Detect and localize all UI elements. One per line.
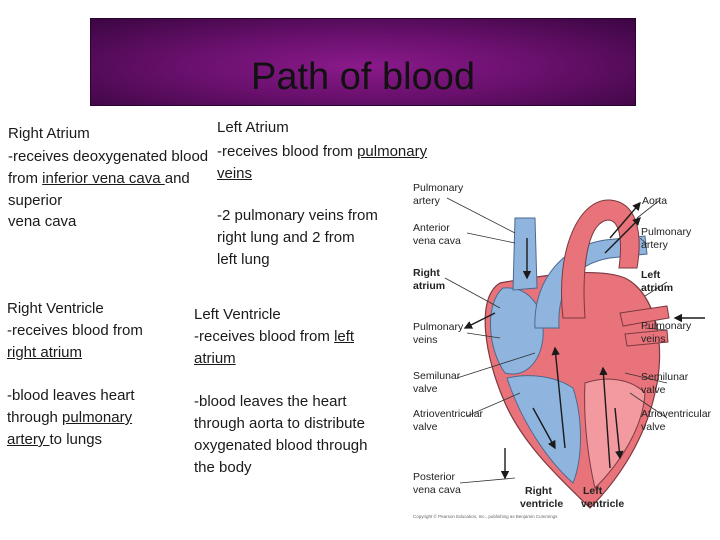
left-atrium-heading: Left Atrium bbox=[217, 119, 289, 136]
right-ventricle-shape bbox=[506, 375, 581, 484]
label-posterior-vena-cava-2: vena cava bbox=[413, 484, 461, 496]
label-pulmonary-artery-right-1: Pulmonary bbox=[641, 226, 692, 238]
label-pulmonary-artery-left-2: artery bbox=[413, 195, 441, 207]
label-posterior-vena-cava-1: Posterior bbox=[413, 471, 456, 483]
flow-arrow bbox=[532, 407, 556, 450]
right-atrium-line3: superior bbox=[8, 192, 63, 209]
right-ventricle-heading: Right Ventricle bbox=[7, 300, 104, 317]
right-atrium-link: right atrium bbox=[7, 344, 83, 361]
flow-arrow bbox=[551, 346, 566, 449]
left-atrium-line3: -2 pulmonary veins from bbox=[217, 207, 378, 224]
label-pulmonary-veins-left-1: Pulmonary bbox=[413, 321, 464, 333]
label-av-right-2: valve bbox=[641, 421, 666, 433]
leader-lines bbox=[444, 197, 668, 484]
right-atrium-line4: vena cava bbox=[8, 213, 77, 230]
right-ventricle-line1: -receives blood from bbox=[7, 322, 143, 339]
label-semilunar-left-2: valve bbox=[413, 383, 438, 395]
flow-arrow bbox=[463, 312, 496, 329]
left-ventricle-line1: -receives blood from left bbox=[194, 326, 354, 348]
label-semilunar-left-1: Semilunar bbox=[413, 370, 461, 382]
label-semilunar-right-1: Semilunar bbox=[641, 371, 689, 383]
right-atrium-shape bbox=[490, 287, 544, 375]
right-atrium-heading: Right Atrium bbox=[8, 125, 90, 142]
right-atrium-line2: from inferior vena cava and bbox=[8, 168, 190, 190]
left-ventricle-line3: -blood leaves the heart bbox=[194, 393, 347, 410]
label-av-left-2: valve bbox=[413, 421, 438, 433]
veins-link: veins bbox=[217, 165, 253, 182]
heart-diagram: Pulmonary artery Aorta Anterior vena cav… bbox=[405, 178, 720, 523]
right-ventricle-line4: through pulmonary bbox=[7, 407, 132, 429]
label-right-atrium-1: Right bbox=[413, 267, 440, 279]
label-av-left-1: Atrioventricular bbox=[413, 408, 484, 420]
label-pulmonary-artery-left-1: Pulmonary bbox=[413, 182, 464, 194]
left-atrium-line1-prefix: -receives blood from bbox=[217, 143, 358, 160]
right-atrium-line2-suffix: and bbox=[164, 170, 190, 187]
right-ventricle-line5-suffix: to lungs bbox=[49, 431, 103, 448]
label-pulmonary-artery-right-2: artery bbox=[641, 239, 669, 251]
left-atrium-line4: right lung and 2 from bbox=[217, 229, 355, 246]
right-ventricle-line3: -blood leaves heart bbox=[7, 387, 135, 404]
label-pulmonary-veins-left-2: veins bbox=[413, 334, 438, 346]
pulmonary-veins-right-shape bbox=[619, 305, 670, 327]
label-right-ventricle-1: Right bbox=[525, 485, 552, 497]
pulmonary-artery-link-a: pulmonary bbox=[62, 409, 133, 426]
title-banner: Path of blood bbox=[90, 18, 636, 106]
left-link: left bbox=[334, 328, 355, 345]
right-ventricle-line4-prefix: through bbox=[7, 409, 63, 426]
flow-arrow bbox=[604, 217, 641, 254]
label-pulmonary-veins-right-1: Pulmonary bbox=[641, 320, 692, 332]
right-ventricle-line5: artery to lungs bbox=[7, 429, 102, 451]
left-atrium-line2: veins bbox=[217, 163, 252, 185]
label-left-ventricle-1: Left bbox=[583, 485, 603, 497]
flow-arrow bbox=[614, 407, 624, 460]
left-ventricle-heading: Left Ventricle bbox=[194, 306, 281, 323]
label-aorta: Aorta bbox=[642, 195, 667, 207]
label-semilunar-right-2: valve bbox=[641, 384, 666, 396]
pulmonary-veins-right-shape-2 bbox=[624, 329, 669, 347]
left-atrium-line1: -receives blood from pulmonary bbox=[217, 141, 427, 163]
right-atrium-line1: -receives deoxygenated blood bbox=[8, 148, 209, 165]
right-atrium-line2-prefix: from bbox=[8, 170, 43, 187]
left-atrium-line5: left lung bbox=[217, 251, 270, 268]
left-ventricle-line1-prefix: -receives blood from bbox=[194, 328, 335, 345]
atrium-link: atrium bbox=[194, 350, 236, 367]
left-ventricle-line2: atrium bbox=[194, 348, 236, 370]
label-right-ventricle-2: ventricle bbox=[520, 498, 563, 510]
label-av-right-1: Atrioventricular bbox=[641, 408, 712, 420]
label-right-atrium-2: atrium bbox=[413, 280, 445, 292]
label-left-atrium-1: Left bbox=[641, 269, 661, 281]
label-anterior-vena-cava-2: vena cava bbox=[413, 235, 461, 247]
label-left-ventricle-2: ventricle bbox=[581, 498, 624, 510]
anterior-vena-cava-shape bbox=[512, 217, 538, 291]
pulmonary-link: pulmonary bbox=[357, 143, 428, 160]
right-ventricle-line2: right atrium bbox=[7, 342, 82, 364]
flow-arrow bbox=[599, 366, 611, 469]
heart-diagram-svg: Pulmonary artery Aorta Anterior vena cav… bbox=[413, 182, 712, 519]
left-ventricle-line5: oxygenated blood through bbox=[194, 437, 368, 454]
aorta-shape bbox=[561, 199, 640, 319]
left-ventricle-line6: the body bbox=[194, 459, 252, 476]
inferior-vena-cava-link: inferior vena cava bbox=[42, 170, 165, 187]
flow-arrow bbox=[609, 201, 641, 239]
label-anterior-vena-cava-1: Anterior bbox=[413, 222, 450, 234]
label-pulmonary-veins-right-2: veins bbox=[641, 333, 666, 345]
pulmonary-artery-link-b: artery bbox=[7, 431, 50, 448]
page-title: Path of blood bbox=[251, 56, 475, 98]
left-ventricle-line4: through aorta to distribute bbox=[194, 415, 365, 432]
label-left-atrium-2: atrium bbox=[641, 282, 673, 294]
copyright-credit: Copyright © Pearson Education, Inc., pub… bbox=[413, 513, 558, 519]
